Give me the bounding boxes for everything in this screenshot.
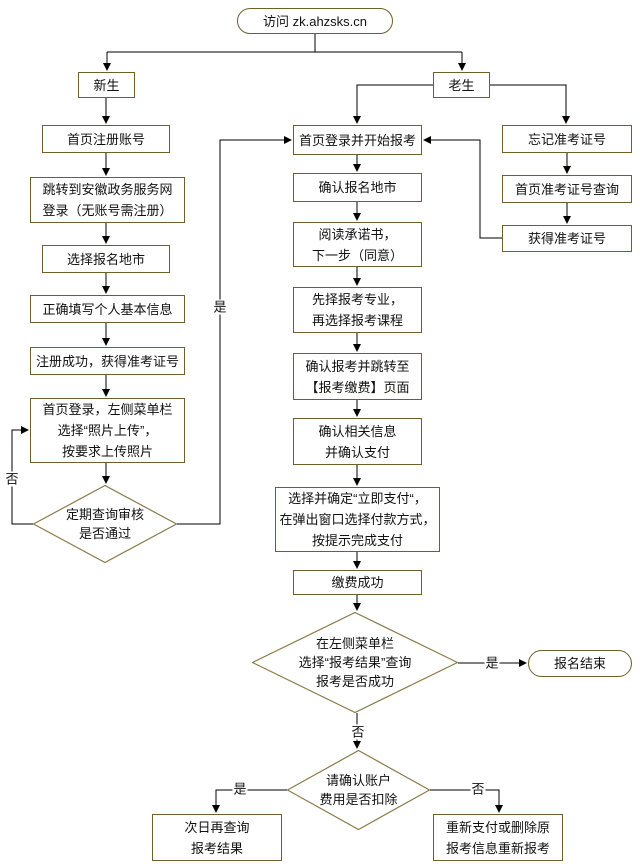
apply-result-decision-diamond: 在左侧菜单栏 选择“报考结果”查询 报考是否成功 — [252, 612, 458, 713]
old-student-branch-node: 老生 — [433, 72, 490, 98]
new-student-branch-node: 新生 — [78, 72, 135, 98]
fee-deducted-decision-label: 请确认账户 费用是否扣除 — [319, 773, 398, 807]
forgot-ticket-node: 忘记准考证号 — [502, 125, 632, 153]
confirm-apply-jump-pay-node: 确认报考并跳转至 【报考缴费】页面 — [293, 353, 422, 400]
register-account-node: 首页注册账号 — [42, 125, 170, 153]
gov-service-login-node: 跳转到安徽政务服务网 登录（无账号需注册） — [30, 177, 185, 223]
register-success-node: 注册成功，获得准考证号 — [30, 347, 185, 375]
ticket-query-node: 首页准考证号查询 — [502, 175, 632, 203]
edge-label-yes-deducted: 是 — [232, 781, 248, 797]
photo-review-decision-diamond: 定期查询审核 是否通过 — [33, 485, 177, 563]
choose-major-course-node: 先择报考专业， 再选择报考课程 — [293, 287, 422, 333]
login-start-apply-node: 首页登录并开始报考 — [293, 125, 422, 155]
edge-label-no-deducted: 否 — [470, 781, 486, 797]
edge-label-no-result: 否 — [350, 724, 366, 740]
ticket-obtained-node: 获得准考证号 — [502, 225, 632, 252]
photo-review-decision-label: 定期查询审核 是否通过 — [65, 507, 144, 541]
read-commitment-node: 阅读承诺书， 下一步（同意） — [293, 222, 422, 267]
upload-photo-node: 首页登录，左侧菜单栏 选择“照片上传”， 按要求上传照片 — [30, 398, 185, 463]
edge-label-no-review: 否 — [4, 471, 20, 487]
start-node: 访问 zk.ahzsks.cn — [237, 8, 393, 34]
pay-success-node: 缴费成功 — [293, 570, 422, 595]
fee-deducted-decision-diamond: 请确认账户 费用是否扣除 — [287, 750, 430, 830]
select-city-node: 选择报名地市 — [42, 245, 170, 273]
fill-personal-info-node: 正确填写个人基本信息 — [30, 295, 185, 323]
end-node: 报名结束 — [528, 650, 632, 677]
confirm-info-pay-node: 确认相关信息 并确认支付 — [293, 418, 422, 465]
edge-label-yes-review: 是 — [212, 299, 228, 315]
apply-result-decision-label: 在左侧菜单栏 选择“报考结果”查询 报考是否成功 — [298, 636, 412, 689]
pay-now-node: 选择并确定“立即支付“， 在弹出窗口选择付款方式， 按提示完成支付 — [275, 487, 440, 552]
repay-or-reapply-node: 重新支付或删除原 报考信息重新报考 — [433, 814, 563, 861]
confirm-city-node: 确认报名地市 — [293, 173, 422, 202]
recheck-next-day-node: 次日再查询 报考结果 — [152, 814, 282, 861]
edge-label-yes-result: 是 — [484, 655, 500, 671]
